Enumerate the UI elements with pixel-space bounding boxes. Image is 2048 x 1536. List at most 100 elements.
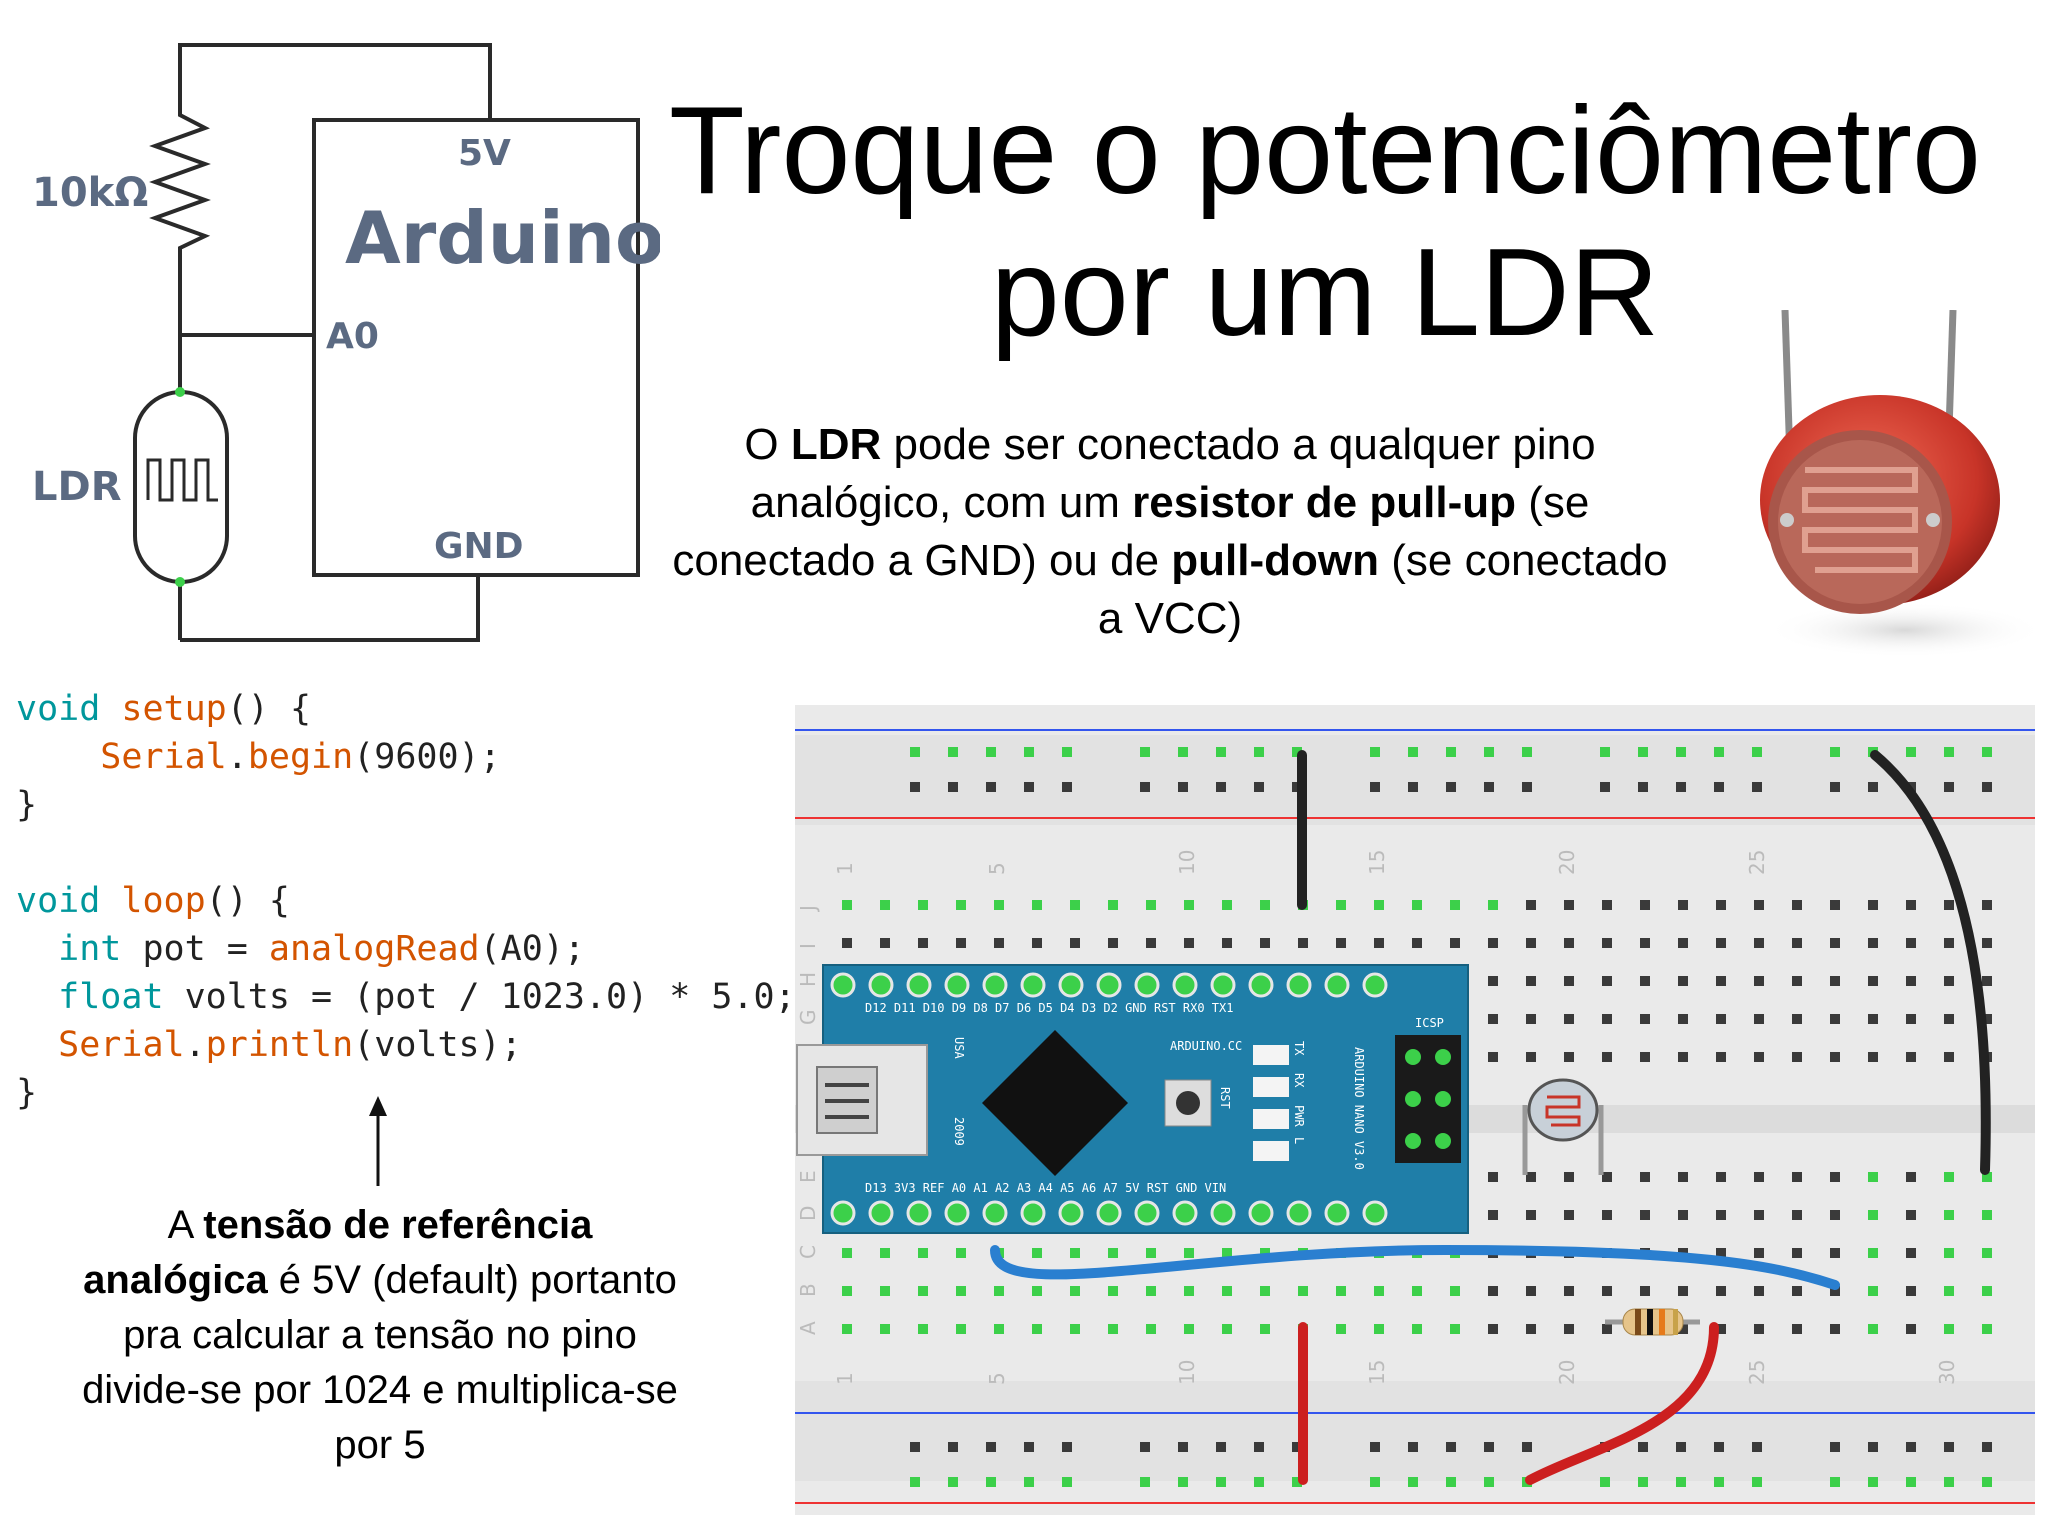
nano-pin [1172,1200,1198,1226]
breadboard-hole [1564,1210,1574,1220]
breadboard-hole [1982,1172,1992,1182]
breadboard-hole [1446,1442,1456,1452]
breadboard-hole [1906,1286,1916,1296]
breadboard-hole [1640,900,1650,910]
nano-led-label: L [1292,1137,1306,1144]
breadboard-hole [1678,1052,1688,1062]
pin-a0-label: A0 [326,316,379,357]
breadboard-hole [1600,782,1610,792]
breadboard-hole [1906,1324,1916,1334]
breadboard-hole [1522,782,1532,792]
breadboard-hole [1906,1477,1916,1487]
ldr-photo [1760,310,2035,658]
breadboard-hole [1526,1014,1536,1024]
nano-pin [1324,1200,1350,1226]
code-keyword: int [58,929,122,969]
note-text-2: é 5V (default) portanto pra calcular a t… [82,1258,678,1467]
breadboard-hole [1678,1014,1688,1024]
breadboard-hole [1982,938,1992,948]
breadboard-hole [1260,1324,1270,1334]
breadboard-hole [1216,1477,1226,1487]
breadboard-hole [1906,900,1916,910]
breadboard-hole [1370,1477,1380,1487]
breadboard-hole [1944,1286,1954,1296]
breadboard-hole [1602,1286,1612,1296]
breadboard-hole [1716,900,1726,910]
code-function: loop [100,881,206,921]
nano-pin [1210,972,1236,998]
breadboard-hole [1146,1324,1156,1334]
code-text: . [226,737,248,777]
code-text: () { [205,881,290,921]
breadboard-hole [1906,1014,1916,1024]
breadboard-hole [1070,938,1080,948]
breadboard-hole [880,1248,890,1258]
breadboard-hole [1678,900,1688,910]
breadboard-hole [1868,1248,1878,1258]
breadboard-hole [1184,900,1194,910]
breadboard-hole [1830,1477,1840,1487]
breadboard-hole [1146,1248,1156,1258]
breadboard-hole [1676,747,1686,757]
breadboard-hole [1868,1286,1878,1296]
col-number: 5 [985,862,1009,875]
breadboard-hole [842,938,852,948]
breadboard-hole [1488,900,1498,910]
row-letter: A [796,1321,820,1335]
col-number: 20 [1555,850,1579,875]
breadboard-hole [1868,938,1878,948]
breadboard-hole [1488,1172,1498,1182]
breadboard-hole [880,1324,890,1334]
breadboard-hole [1868,900,1878,910]
breadboard-hole [1412,1286,1422,1296]
breadboard-hole [1564,1172,1574,1182]
breadboard-hole [1830,1014,1840,1024]
breadboard-hole [1526,900,1536,910]
breadboard-hole [1944,1210,1954,1220]
breadboard-hole [1982,976,1992,986]
breadboard-hole [1484,1477,1494,1487]
breadboard-hole [842,1324,852,1334]
nano-pin-headers [830,972,1388,1226]
nano-model: ARDUINO NANO V3.0 [1352,1047,1366,1170]
breadboard-hole [956,900,966,910]
breadboard-hole [1906,938,1916,948]
breadboard-hole [1108,900,1118,910]
code-text: (A0); [479,929,585,969]
nano-pin [830,972,856,998]
desc-text-3: (se conectado a GND) ou de [672,478,1590,585]
resistor-label: 10kΩ [32,170,148,216]
breadboard-hole [1792,1248,1802,1258]
breadboard-hole [1024,747,1034,757]
breadboard-hole [1944,1324,1954,1334]
breadboard-hole [1484,782,1494,792]
breadboard-hole [1062,782,1072,792]
breadboard-hole [1260,1286,1270,1296]
nano-pin [1134,1200,1160,1226]
breadboard-hole [1716,1210,1726,1220]
breadboard-hole [1830,1286,1840,1296]
breadboard-hole [1254,782,1264,792]
breadboard-hole [1982,1286,1992,1296]
breadboard-hole [1678,1286,1688,1296]
breadboard-hole [918,1324,928,1334]
breadboard-hole [1944,1248,1954,1258]
breadboard-hole [1716,1286,1726,1296]
wire-blue-a0 [990,1244,1840,1290]
arduino-box-title: Arduino [345,196,660,280]
breadboard-hole [1602,1014,1612,1024]
breadboard-hole [1446,747,1456,757]
arduino-code: void setup() { Serial.begin(9600); } voi… [16,685,796,1117]
breadboard-hole [1982,1210,1992,1220]
nano-pin [1286,1200,1312,1226]
breadboard-hole [1032,900,1042,910]
code-function: Serial [100,737,227,777]
note-text-1: A [167,1203,204,1247]
breadboard-hole [1408,1477,1418,1487]
breadboard-hole [948,1442,958,1452]
breadboard-hole [1564,938,1574,948]
breadboard-hole [1716,1248,1726,1258]
nano-led-label: PWR [1292,1105,1306,1127]
breadboard-hole [1830,1210,1840,1220]
breadboard-hole [1944,1172,1954,1182]
